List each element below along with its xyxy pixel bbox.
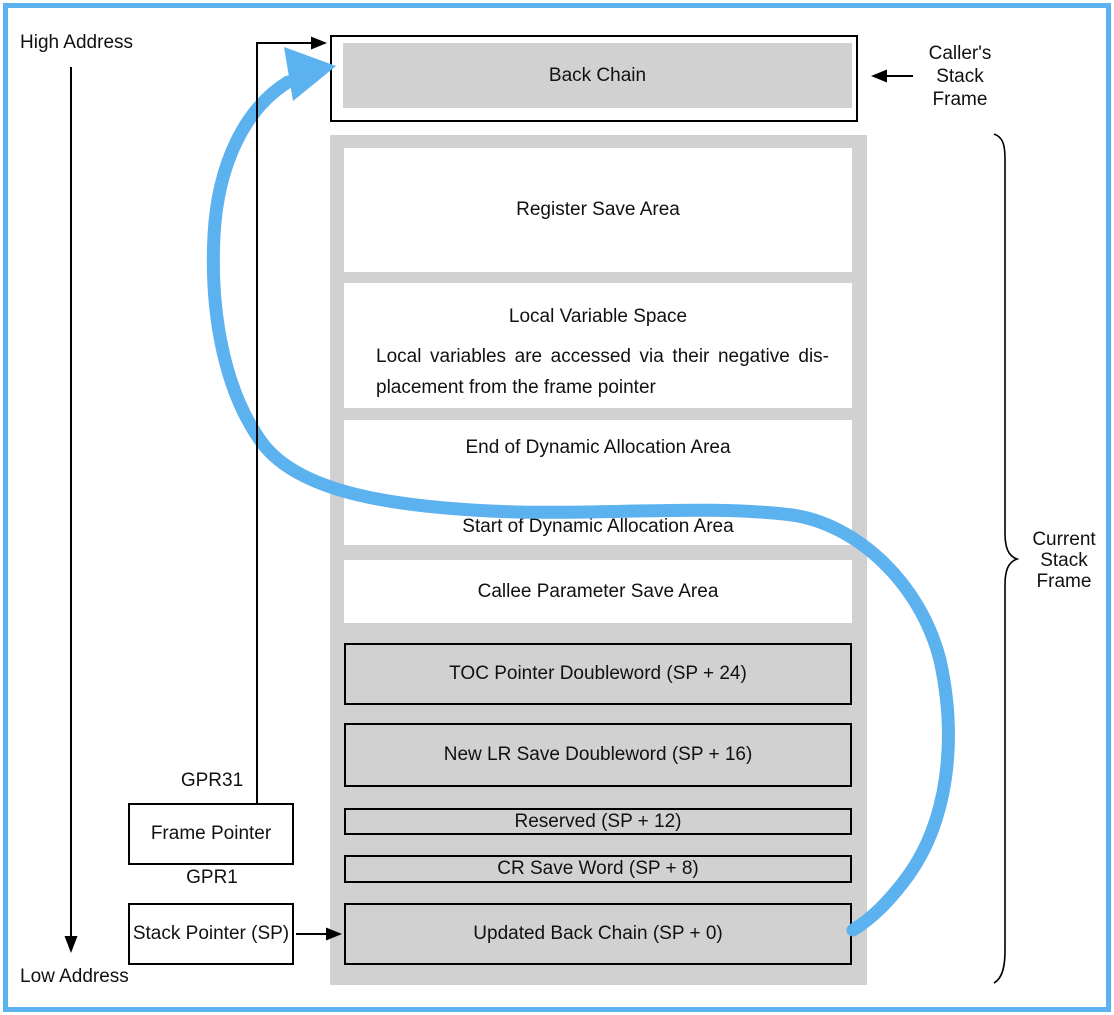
reserved-label: Reserved (SP + 12) (514, 810, 682, 832)
current-stack-frame-label: Current Stack Frame (1019, 529, 1109, 592)
frame-pointer-label: Frame Pointer (150, 823, 272, 844)
local-variable-note-line1: Local variables are accessed via their n… (376, 346, 829, 367)
back-chain-label: Back Chain (548, 64, 647, 86)
high-address-label: High Address (20, 32, 134, 53)
local-variable-note-line2: placement from the frame pointer (376, 377, 656, 398)
callee-parameter-save-area-label: Callee Parameter Save Area (477, 580, 719, 602)
local-variable-note: Local variables are accessed via their n… (376, 341, 829, 403)
end-dynamic-allocation-label: End of Dynamic Allocation Area (465, 437, 731, 458)
caller-frame-line2: Stack (936, 66, 984, 87)
caller-frame-line3: Frame (932, 89, 988, 110)
frame-row-cr-save-word: CR Save Word (SP + 8) (344, 855, 852, 883)
current-frame-line1: Current (1032, 529, 1096, 550)
frame-row-local-variable-space: Local Variable Space Local variables are… (344, 283, 852, 408)
caller-frame-line1: Caller's (928, 43, 992, 64)
current-frame-line2: Stack (1040, 550, 1088, 571)
frame-row-new-lr-save: New LR Save Doubleword (SP + 16) (344, 723, 852, 787)
back-chain-box: Back Chain (330, 35, 858, 122)
frame-row-reserved: Reserved (SP + 12) (344, 808, 852, 835)
frame-pointer-box: Frame Pointer (128, 803, 294, 865)
low-address-label: Low Address (20, 966, 129, 987)
frame-row-updated-back-chain: Updated Back Chain (SP + 0) (344, 903, 852, 965)
cr-save-word-label: CR Save Word (SP + 8) (497, 858, 699, 879)
frame-row-register-save-area: Register Save Area (344, 148, 852, 272)
frame-row-callee-parameter-save-area: Callee Parameter Save Area (344, 560, 852, 623)
register-save-area-label: Register Save Area (516, 199, 680, 220)
current-frame-line3: Frame (1036, 571, 1092, 592)
back-chain-fill: Back Chain (343, 43, 852, 108)
gpr31-label: GPR31 (180, 770, 244, 791)
local-variable-space-label: Local Variable Space (508, 306, 688, 327)
gpr1-label: GPR1 (186, 867, 238, 888)
start-dynamic-allocation-label: Start of Dynamic Allocation Area (462, 516, 734, 537)
stack-pointer-box: Stack Pointer (SP) (128, 903, 294, 965)
updated-back-chain-label: Updated Back Chain (SP + 0) (473, 923, 723, 944)
toc-pointer-label: TOC Pointer Doubleword (SP + 24) (449, 663, 747, 684)
frame-row-dynamic-allocation-area: End of Dynamic Allocation Area Start of … (344, 420, 852, 545)
caller-stack-frame-label: Caller's Stack Frame (912, 42, 1008, 111)
figure-border (3, 3, 1111, 1012)
stack-pointer-label: Stack Pointer (SP) (132, 923, 290, 944)
current-stack-frame-container: Register Save Area Local Variable Space … (330, 135, 867, 985)
frame-row-toc-pointer: TOC Pointer Doubleword (SP + 24) (344, 643, 852, 705)
new-lr-save-label: New LR Save Doubleword (SP + 16) (443, 744, 753, 765)
